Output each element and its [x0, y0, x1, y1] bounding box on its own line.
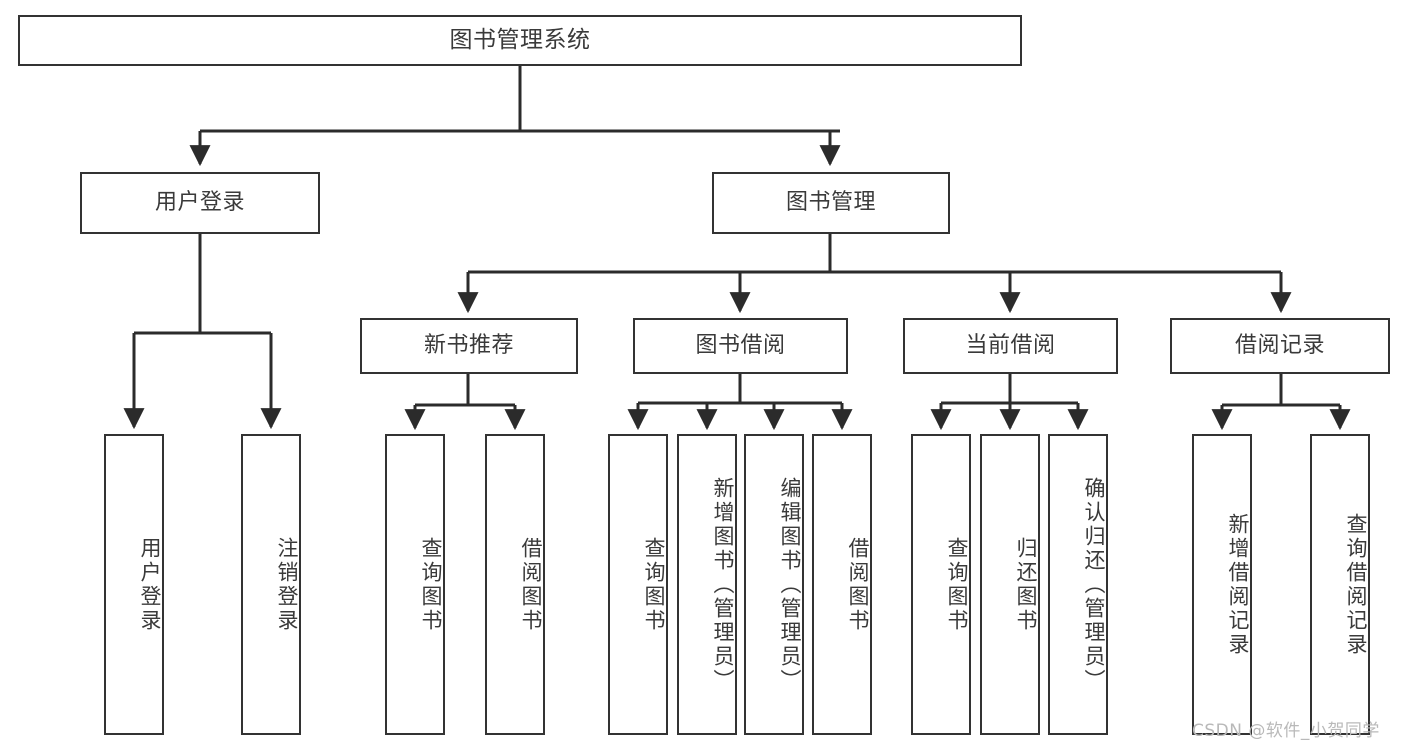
node-book-manage-label: 图书管理: [785, 189, 876, 215]
node-current-borrow-label: 当前借阅: [965, 332, 1056, 358]
node-book-manage[interactable]: 图书管理: [712, 172, 950, 234]
leaf-new-book-recommend-1[interactable]: 借阅图书: [485, 434, 545, 735]
node-user-login-label: 用户登录: [154, 189, 245, 215]
leaf-current-borrow-0[interactable]: 查询图书: [911, 434, 971, 735]
leaf-book-borrow-0[interactable]: 查询图书: [608, 434, 668, 735]
leaf-new-book-recommend-0[interactable]: 查询图书: [385, 434, 445, 735]
leaf-book-borrow-1[interactable]: 新增图书（管理员）: [677, 434, 737, 735]
node-new-book-recommend[interactable]: 新书推荐: [360, 318, 578, 374]
leaf-label: 借阅图书: [846, 536, 870, 633]
leaf-label: 注销登录: [275, 536, 299, 633]
leaf-label: 新增借阅记录: [1226, 512, 1250, 657]
leaf-label: 查询借阅记录: [1344, 512, 1368, 657]
node-root[interactable]: 图书管理系统: [18, 15, 1022, 66]
leaf-label: 查询图书: [642, 536, 666, 633]
leaf-current-borrow-1[interactable]: 归还图书: [980, 434, 1040, 735]
node-borrow-record[interactable]: 借阅记录: [1170, 318, 1390, 374]
leaf-label: 新增图书（管理员）: [711, 476, 735, 693]
leaf-label: 查询图书: [419, 536, 443, 633]
watermark: CSDN @软件_小贺同学: [1192, 721, 1380, 741]
leaf-label: 归还图书: [1014, 536, 1038, 633]
leaf-label: 查询图书: [945, 536, 969, 633]
node-book-borrow[interactable]: 图书借阅: [633, 318, 848, 374]
node-borrow-record-label: 借阅记录: [1234, 332, 1325, 358]
leaf-borrow-record-0[interactable]: 新增借阅记录: [1192, 434, 1252, 735]
node-book-borrow-label: 图书借阅: [695, 332, 786, 358]
node-new-book-recommend-label: 新书推荐: [423, 332, 514, 358]
leaf-label: 用户登录: [138, 536, 162, 633]
leaf-label: 确认归还（管理员）: [1082, 476, 1106, 693]
leaf-user-login-1[interactable]: 注销登录: [241, 434, 301, 735]
node-user-login[interactable]: 用户登录: [80, 172, 320, 234]
leaf-book-borrow-2[interactable]: 编辑图书（管理员）: [744, 434, 804, 735]
leaf-label: 借阅图书: [519, 536, 543, 633]
node-root-label: 图书管理系统: [449, 26, 591, 53]
node-current-borrow[interactable]: 当前借阅: [903, 318, 1118, 374]
leaf-label: 编辑图书（管理员）: [778, 476, 802, 693]
leaf-book-borrow-3[interactable]: 借阅图书: [812, 434, 872, 735]
leaf-borrow-record-1[interactable]: 查询借阅记录: [1310, 434, 1370, 735]
leaf-user-login-0[interactable]: 用户登录: [104, 434, 164, 735]
leaf-current-borrow-2[interactable]: 确认归还（管理员）: [1048, 434, 1108, 735]
